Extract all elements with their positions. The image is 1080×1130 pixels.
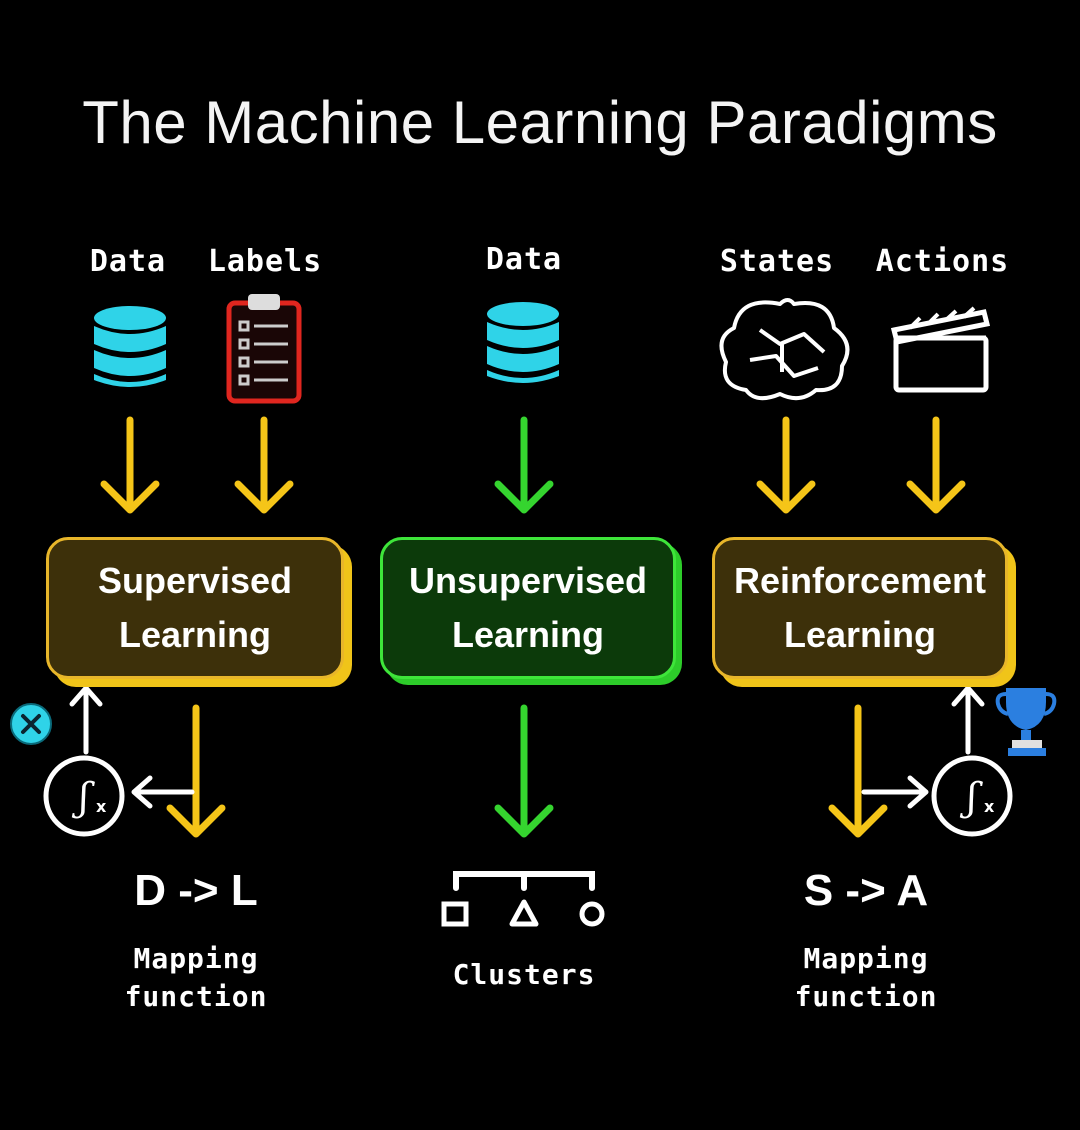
supervised-output-mapping: D -> L bbox=[134, 866, 258, 915]
unsupervised-title-line2: Learning bbox=[451, 614, 604, 655]
function-icon: ʃ x bbox=[931, 755, 1013, 837]
clipboard-icon bbox=[226, 294, 302, 404]
supervised-title-line2: Learning bbox=[118, 614, 271, 655]
reinforcement-caption: Mapping function bbox=[766, 940, 966, 1016]
reinforcement-title-line1: Reinforcement bbox=[733, 560, 987, 601]
svg-text:x: x bbox=[96, 797, 107, 816]
supervised-data-label: Data bbox=[89, 244, 167, 279]
reinforcement-states-label: States bbox=[719, 244, 835, 279]
reinforcement-title-line2: Learning bbox=[783, 614, 936, 655]
svg-text:x: x bbox=[984, 797, 995, 816]
arrow-unsupervised-output bbox=[494, 704, 554, 838]
supervised-title-line1: Supervised bbox=[97, 560, 293, 601]
arrow-labels-to-supervised bbox=[234, 416, 294, 514]
supervised-caption-line1: Mapping bbox=[133, 942, 259, 975]
trophy-icon bbox=[995, 688, 1057, 756]
error-icon bbox=[10, 703, 52, 745]
arrow-states-to-reinforcement bbox=[756, 416, 816, 514]
reinforcement-feedback bbox=[861, 685, 985, 809]
arrow-supervised-output bbox=[166, 704, 226, 838]
supervised-labels-label: Labels bbox=[207, 244, 323, 279]
arrow-data-to-supervised bbox=[100, 416, 160, 514]
page-title: The Machine Learning Paradigms bbox=[82, 89, 998, 156]
reinforcement-actions-label: Actions bbox=[875, 244, 1010, 279]
function-icon: ʃ x bbox=[43, 755, 125, 837]
unsupervised-data-label: Data bbox=[485, 242, 563, 277]
supervised-caption-line2: function bbox=[124, 980, 268, 1013]
reinforcement-caption-line1: Mapping bbox=[803, 942, 929, 975]
cluster-icon bbox=[441, 871, 605, 927]
supervised-feedback bbox=[69, 685, 195, 809]
clapperboard-icon bbox=[890, 306, 991, 393]
database-icon bbox=[487, 302, 559, 383]
reinforcement-output-mapping: S -> A bbox=[803, 866, 929, 915]
arrow-actions-to-reinforcement bbox=[906, 416, 966, 514]
brain-icon bbox=[719, 298, 850, 401]
database-icon bbox=[94, 306, 166, 387]
supervised-caption: Mapping function bbox=[96, 940, 296, 1016]
arrow-data-to-unsupervised bbox=[494, 416, 554, 514]
unsupervised-caption: Clusters bbox=[452, 958, 596, 991]
unsupervised-title-line1: Unsupervised bbox=[408, 560, 648, 601]
arrow-reinforcement-output bbox=[828, 704, 888, 838]
reinforcement-caption-line2: function bbox=[794, 980, 938, 1013]
